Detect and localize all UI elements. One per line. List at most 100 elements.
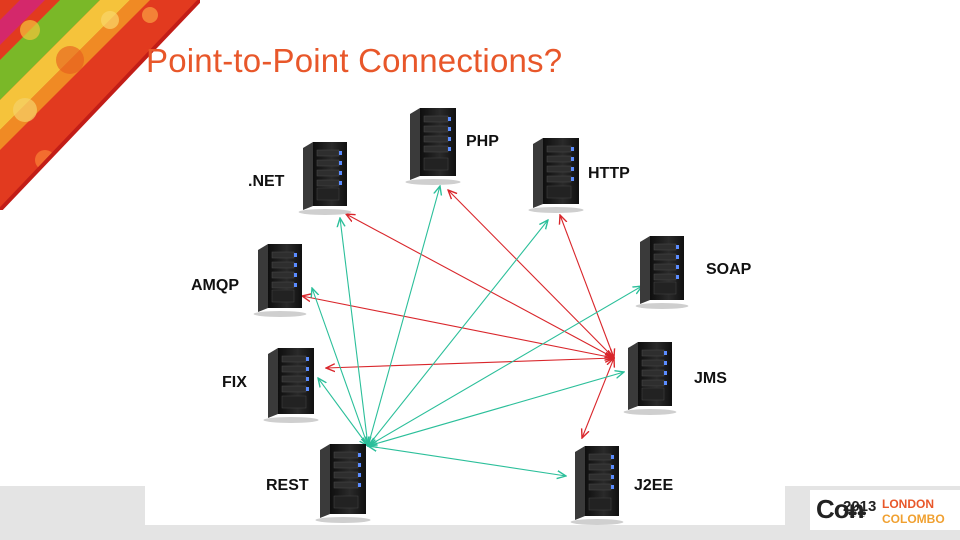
status-led (358, 463, 361, 467)
server-soap: SOAP (635, 236, 752, 309)
server-shadow (405, 179, 461, 185)
status-led (571, 147, 574, 151)
status-led (306, 377, 309, 381)
drive-bay (653, 253, 677, 261)
server-grille (588, 497, 612, 511)
status-led (306, 367, 309, 371)
drive-bay (641, 379, 665, 387)
server-php: PHP (405, 108, 499, 185)
drive-bay (546, 155, 572, 163)
server-label-amqp: AMQP (191, 277, 239, 294)
drive-bay (641, 349, 665, 357)
server-grille (423, 157, 449, 171)
drive-bay (316, 149, 340, 157)
status-led (676, 255, 679, 259)
status-led (664, 351, 667, 355)
status-led (358, 473, 361, 477)
server-shadow (298, 209, 352, 215)
drive-bay (333, 451, 359, 459)
server-grille (333, 495, 359, 509)
server-side (628, 342, 638, 410)
drive-bay (333, 481, 359, 489)
status-led (448, 117, 451, 121)
red-link-jms-php (448, 190, 614, 358)
drive-bay (316, 179, 340, 187)
server-side (320, 444, 330, 518)
logo-city-colombo: COLOMBO (882, 512, 945, 526)
server-shadow (263, 417, 319, 423)
conference-logo: Con ♣♣ 2013 LONDON COLOMBO (810, 490, 960, 530)
server-label-php: PHP (466, 133, 499, 150)
status-led (571, 157, 574, 161)
drive-bay (271, 271, 295, 279)
status-led (676, 245, 679, 249)
server-grille (546, 185, 572, 199)
people-icon: ♣♣ (848, 504, 867, 520)
drive-bay (423, 135, 449, 143)
server-jms: JMS (623, 342, 727, 415)
status-led (294, 253, 297, 257)
server-shadow (528, 207, 584, 213)
drive-bay (641, 359, 665, 367)
drive-bay (546, 145, 572, 153)
status-led (611, 475, 614, 479)
status-led (676, 275, 679, 279)
green-link-rest-soap (368, 286, 642, 446)
server-label-net: .NET (248, 173, 285, 190)
drive-bay (588, 473, 612, 481)
status-led (664, 381, 667, 385)
red-link-jms-j2ee (582, 358, 614, 438)
server-grille (281, 395, 307, 409)
server-grille (653, 281, 677, 295)
server-side (268, 348, 278, 418)
status-led (306, 357, 309, 361)
server-label-j2ee: J2EE (634, 477, 673, 494)
drive-bay (588, 483, 612, 491)
server-side (575, 446, 585, 520)
status-led (571, 167, 574, 171)
green-link-rest-fix (318, 378, 368, 446)
status-led (339, 161, 342, 165)
drive-bay (271, 281, 295, 289)
drive-bay (271, 261, 295, 269)
logo-city-london: LONDON (882, 497, 934, 511)
drive-bay (316, 169, 340, 177)
drive-bay (653, 263, 677, 271)
green-link-rest-http (368, 220, 548, 446)
server-side (640, 236, 650, 304)
drive-bay (316, 159, 340, 167)
server-side (258, 244, 268, 312)
status-led (358, 453, 361, 457)
slide-title: Point-to-Point Connections? (146, 42, 563, 79)
green-link-rest-php (368, 186, 440, 446)
status-led (339, 151, 342, 155)
drive-bay (333, 471, 359, 479)
server-http: HTTP (528, 138, 630, 213)
red-link-jms-fix (326, 358, 614, 368)
status-led (448, 127, 451, 131)
logo-con-text: Con (816, 494, 865, 524)
server-label-fix: FIX (222, 374, 247, 391)
status-led (339, 171, 342, 175)
server-amqp: AMQP (191, 244, 307, 317)
drive-bay (653, 243, 677, 251)
server-side (533, 138, 543, 208)
server-label-rest: REST (266, 477, 309, 494)
red-link-jms-http (560, 215, 614, 358)
status-led (358, 483, 361, 487)
green-link-rest-j2ee (368, 446, 566, 476)
red-link-jms-net (346, 214, 614, 358)
server-grille (316, 187, 340, 201)
server-grille (641, 387, 665, 401)
drive-bay (641, 369, 665, 377)
server-fix: FIX (222, 348, 319, 423)
drive-bay (333, 461, 359, 469)
drive-bay (281, 375, 307, 383)
server-shadow (253, 311, 307, 317)
status-led (339, 181, 342, 185)
logo-year: 2013 (843, 498, 877, 515)
server-shadow (623, 409, 677, 415)
drive-bay (653, 273, 677, 281)
drive-bay (281, 385, 307, 393)
